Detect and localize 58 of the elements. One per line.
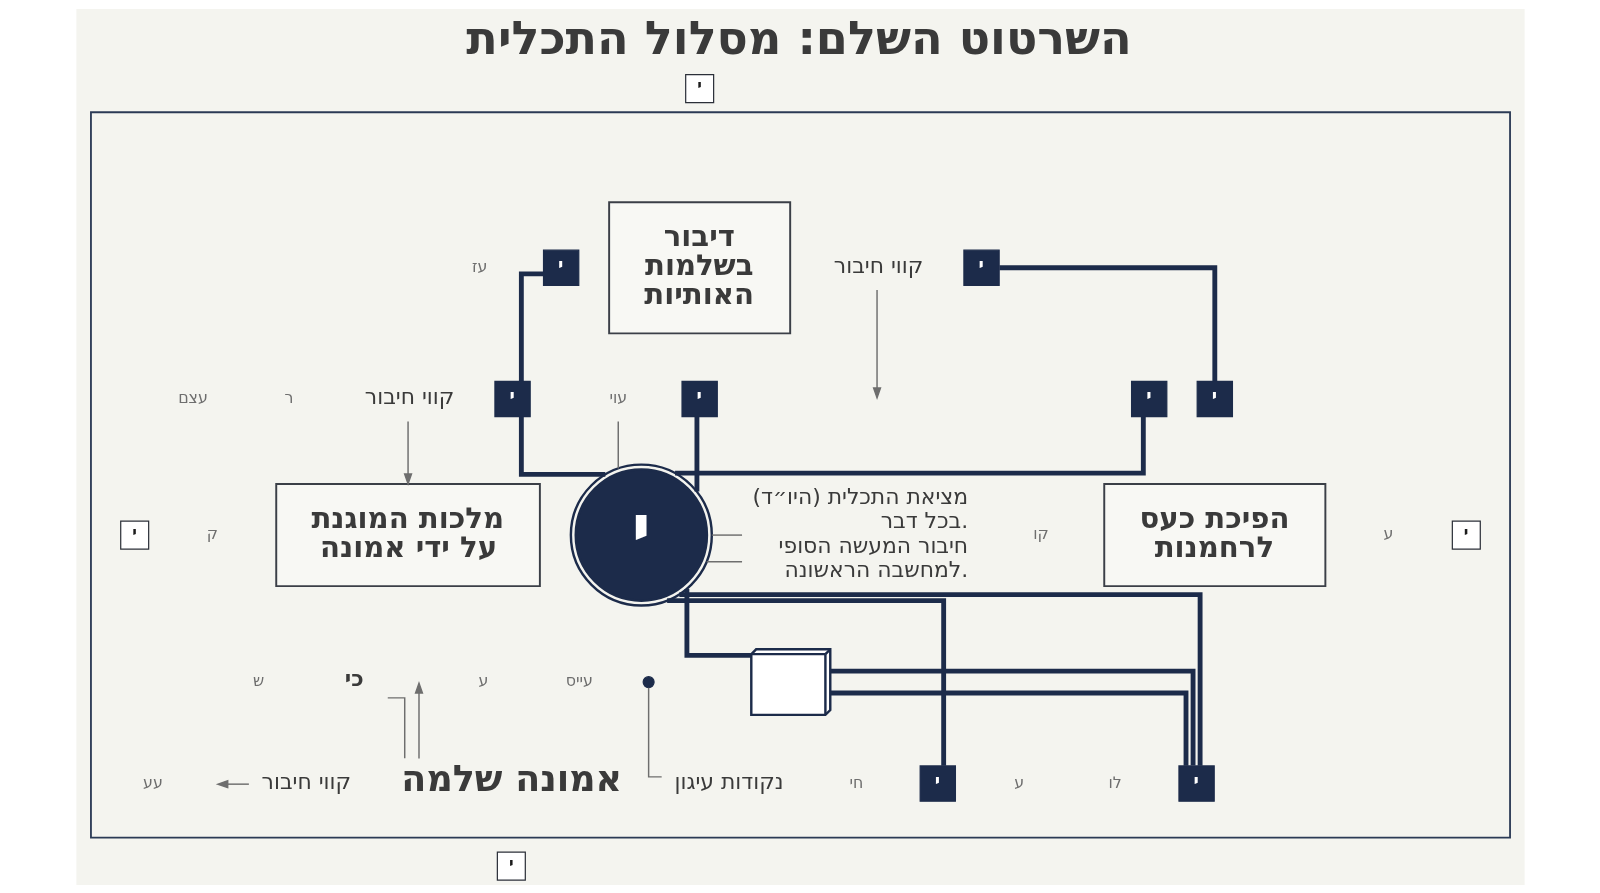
node-box: י [1130,380,1167,417]
node-box: דיבור בשלמות האותיות [607,200,791,334]
node-box: י [1177,764,1215,802]
node-box: י [493,380,531,417]
label: עז [471,256,487,276]
node-circle: י [569,462,713,607]
connector [998,264,1217,381]
connector [683,588,751,658]
diagram-title: השרטוט השלם: מסלול התכלית [465,10,1132,65]
node-box: י [919,764,956,802]
label: ק [206,523,218,543]
node-box: י [1196,380,1233,417]
node-text: קווי חיבור [261,768,351,794]
connector [386,696,405,759]
connector [666,597,946,766]
label: ע [477,670,488,690]
node-text: נקודות עיגון [674,768,783,794]
node-box: י [684,73,714,103]
label: ר [284,387,293,407]
node-box: י [680,380,718,417]
arrow [403,420,412,486]
node-circle [642,675,655,688]
arrow [872,288,881,400]
node-box: י [1451,520,1481,550]
node-text: קווי חיבור [833,252,923,278]
connector [678,591,1203,766]
label: ע [1013,772,1024,792]
connector [518,416,605,477]
connector [710,533,743,536]
connector [705,560,743,563]
label: ע [1383,523,1393,543]
node-text: קווי חיבור [364,383,454,409]
label: קו [1032,523,1049,543]
label: עייס [565,670,593,690]
connector [830,690,1188,766]
label: ש [252,670,264,690]
node-box: י [962,249,1000,286]
connector [829,668,1195,765]
node-box: י [496,851,526,881]
node-box: י [119,520,149,550]
label: לו [1108,772,1122,792]
connector [518,270,543,381]
arrow [414,680,423,759]
connector [617,420,619,469]
node-box: י [542,249,579,286]
connector [694,416,699,491]
label: עצם [177,387,208,407]
node-box: מלכות המוגנת על ידי אמונה [274,482,541,587]
label: חי [848,772,863,792]
cluster [89,110,1511,839]
label: עע [142,772,163,792]
node-text: כי [344,665,364,691]
connector [674,416,1146,476]
node-text: עוי [608,387,627,407]
node-box: הפיכת כעס לרחמנות [1102,482,1326,587]
node-text: אמונה שלמה [400,756,622,800]
node-text: מציאת התכלית (היו״ד) בכל דבר. חיבור המעשה הסופי למחשבה הראשונה. [752,483,968,582]
arrow [215,779,250,789]
